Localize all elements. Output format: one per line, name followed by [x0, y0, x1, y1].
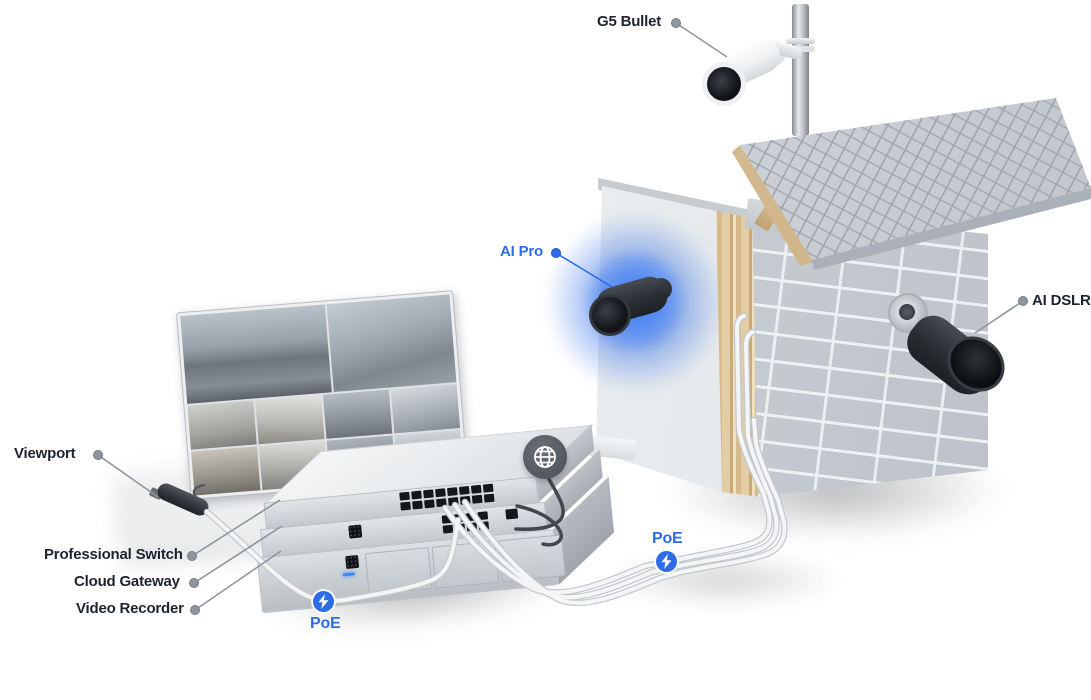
ethernet-port	[482, 483, 494, 493]
camera-mount-core	[899, 304, 915, 320]
ethernet-port	[470, 484, 482, 494]
ethernet-port	[466, 522, 478, 532]
poe-label-switch-side: PoE	[310, 615, 341, 632]
ethernet-port	[424, 499, 435, 509]
ai-dslr-label: AI DSLR	[1032, 292, 1091, 309]
pole-clamp	[786, 38, 815, 44]
cloud-gateway-label: Cloud Gateway	[74, 573, 180, 590]
camera-lens	[702, 62, 746, 106]
poe-lightning-bolt-icon	[313, 591, 334, 612]
camera-feed-tile	[191, 446, 261, 496]
ethernet-port	[399, 491, 410, 501]
ethernet-port	[453, 513, 465, 523]
mounting-pole	[792, 4, 809, 136]
ethernet-port	[454, 523, 466, 533]
camera-lens	[589, 294, 631, 336]
camera-feed-tile	[326, 294, 457, 393]
gateway-display	[348, 524, 363, 539]
camera-feed-tile	[187, 400, 257, 450]
camera-feed-tile	[255, 395, 325, 445]
poe-lightning-bolt-icon	[656, 551, 677, 572]
ethernet-port	[400, 501, 411, 511]
poe-label-wall-side: PoE	[652, 530, 683, 547]
ethernet-port	[441, 514, 453, 524]
ethernet-port	[423, 489, 434, 499]
ethernet-port	[471, 494, 483, 504]
ethernet-port	[483, 493, 495, 503]
camera-feed-tile	[180, 304, 332, 404]
ethernet-port	[436, 498, 447, 508]
ethernet-port	[435, 488, 446, 498]
ethernet-port	[478, 521, 490, 531]
g5-bullet-label: G5 Bullet	[597, 13, 662, 30]
ethernet-port	[412, 500, 423, 510]
ethernet-port	[458, 485, 470, 495]
ethernet-port	[446, 487, 458, 497]
ethernet-port	[447, 497, 459, 507]
drive-bay	[364, 547, 433, 596]
camera-feed-tile	[322, 389, 393, 439]
video-recorder-label: Video Recorder	[76, 600, 184, 617]
ethernet-port	[442, 524, 454, 534]
ai-pro-label: AI Pro	[500, 243, 543, 260]
nvr-display	[345, 554, 360, 570]
viewport-label: Viewport	[14, 445, 76, 462]
drive-bay	[431, 540, 500, 589]
rack-device-stack	[256, 410, 634, 624]
ethernet-port	[477, 511, 489, 521]
ethernet-port	[411, 490, 422, 500]
drive-bay	[498, 534, 566, 583]
ethernet-port	[465, 512, 477, 522]
ethernet-port	[459, 495, 471, 505]
internet-globe-icon	[523, 435, 567, 479]
gateway-wan-port	[505, 508, 519, 520]
professional-switch-label: Professional Switch	[44, 546, 183, 563]
